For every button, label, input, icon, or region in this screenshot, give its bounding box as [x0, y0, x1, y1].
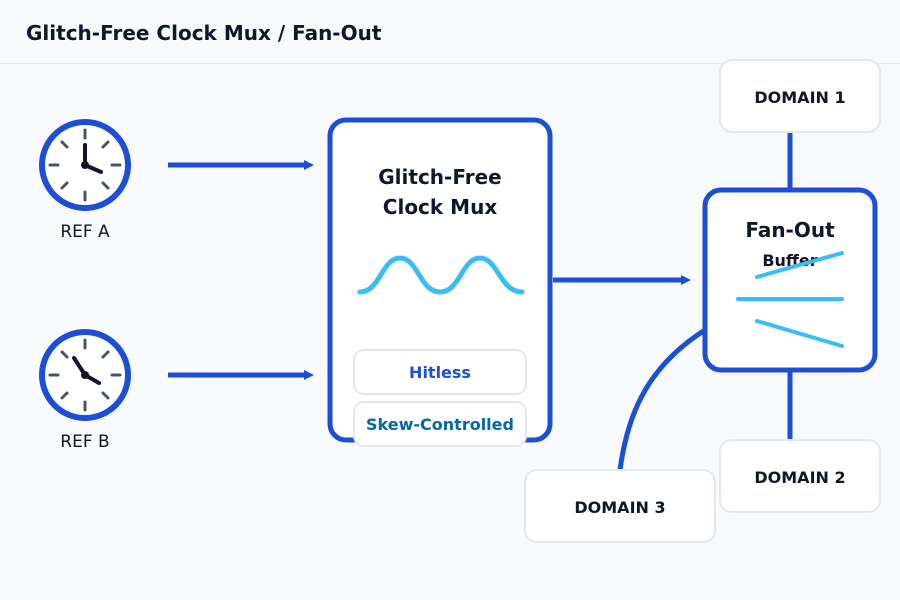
domain-3-card	[524, 469, 716, 543]
fanout-box	[702, 187, 878, 373]
page-title: Glitch-Free Clock Mux / Fan-Out	[26, 21, 382, 45]
skew-controlled-badge	[353, 401, 527, 447]
hitless-badge-label: Hitless	[409, 363, 471, 382]
domain-2-label: DOMAIN 2	[754, 468, 845, 487]
domain-1-card	[719, 59, 881, 133]
skew-controlled-badge-label: Skew-Controlled	[366, 415, 514, 434]
sine-wave-icon	[357, 255, 525, 295]
ref-a-clock-icon	[39, 119, 131, 211]
ref-b-label: REF B	[60, 432, 109, 452]
fan-out-lines-icon	[736, 251, 844, 348]
header-bar: Glitch-Free Clock Mux / Fan-Out	[0, 0, 900, 64]
domain-3-label: DOMAIN 3	[574, 498, 665, 517]
mux-title-line2: Clock Mux	[383, 195, 498, 219]
ref-b-clock-icon	[39, 329, 131, 421]
hitless-badge	[353, 349, 527, 395]
ref-a-label: REF A	[60, 222, 110, 242]
fanout-title-line1: Fan-Out	[745, 218, 835, 242]
domain-2-card	[719, 439, 881, 513]
domain-3-connector	[617, 327, 707, 471]
mux-title-line1: Glitch-Free	[378, 165, 501, 189]
domain-1-label: DOMAIN 1	[754, 88, 845, 107]
